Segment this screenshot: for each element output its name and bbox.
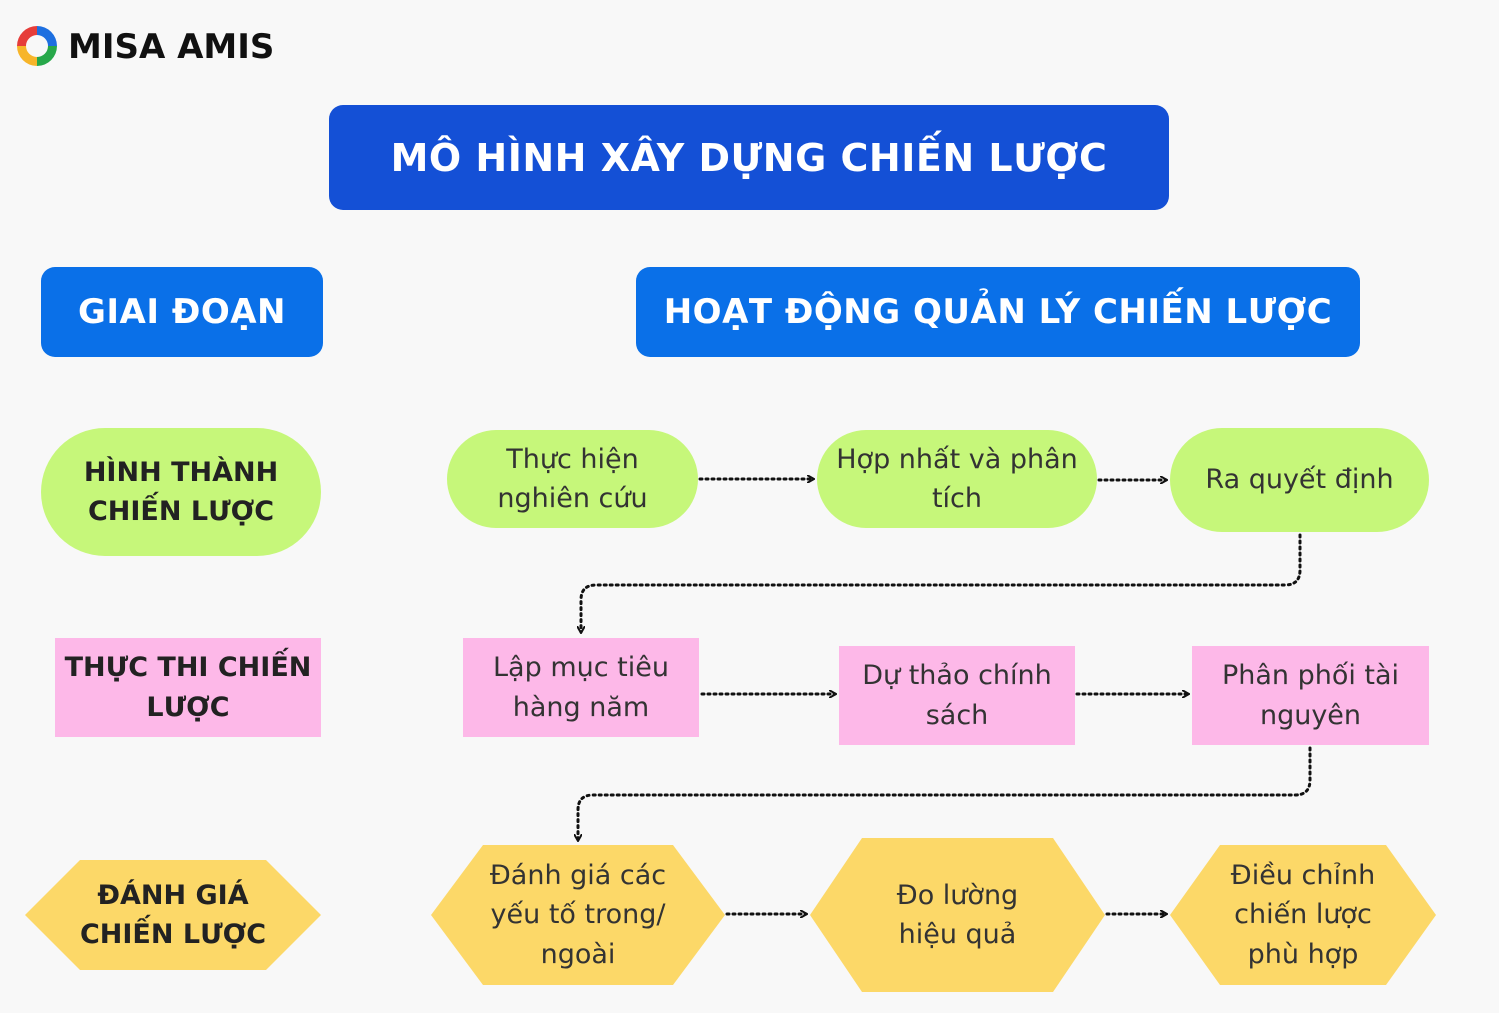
brand-name: MISA AMIS xyxy=(68,27,275,67)
activity-line: Đo lường xyxy=(896,879,1019,911)
activity-line: sách xyxy=(925,699,989,731)
activity-integrate-analyze: Hợp nhất và phân tích xyxy=(817,430,1097,528)
activity-allocate-resources: Phân phối tài nguyên xyxy=(1192,646,1429,745)
activity-measure-performance: Đo lường hiệu quả xyxy=(810,838,1105,992)
activity-line: Phân phối tài xyxy=(1221,660,1400,692)
activity-draft-policy: Dự thảo chính sách xyxy=(839,646,1075,745)
hexagon-shape xyxy=(1170,845,1436,985)
activity-assess-factors: Đánh giá các yếu tố trong/ngoài xyxy=(431,845,725,985)
misa-ring-logo-icon xyxy=(13,22,61,70)
stage-formulation-line-2: CHIẾN LƯỢC xyxy=(87,496,275,527)
stage-evaluation-line-2: CHIẾN LƯỢC xyxy=(79,919,267,950)
stage-implementation-line-1: THỰC THI CHIẾN xyxy=(64,652,312,684)
activity-line: hiệu quả xyxy=(898,919,1017,950)
activity-line: phù hợp xyxy=(1247,938,1359,970)
arrow-resources-to-assessment xyxy=(578,746,1312,840)
activity-line: ngoài xyxy=(540,938,616,970)
activity-line: hàng năm xyxy=(512,691,650,723)
stage-formulation-line-1: HÌNH THÀNH xyxy=(83,456,279,488)
hexagon-shape xyxy=(25,860,321,970)
activity-annual-objectives: Lập mục tiêu hàng năm xyxy=(463,638,699,737)
stage-implementation: THỰC THI CHIẾN LƯỢC xyxy=(55,638,321,737)
activity-line: Hợp nhất và phân xyxy=(836,443,1078,475)
stage-column-header: GIAI ĐOẠN xyxy=(41,267,323,357)
activity-line: Dự thảo chính xyxy=(862,660,1052,692)
hexagon-shape xyxy=(810,838,1105,992)
activity-line: tích xyxy=(931,483,983,514)
activity-line: Ra quyết định xyxy=(1205,464,1394,496)
activity-make-decision: Ra quyết định xyxy=(1170,428,1429,532)
diagram-title: MÔ HÌNH XÂY DỰNG CHIẾN LƯỢC xyxy=(329,105,1169,210)
activity-line: chiến lược xyxy=(1234,899,1372,931)
activity-conduct-research: Thực hiện nghiên cứu xyxy=(447,430,698,528)
stage-formulation: HÌNH THÀNH CHIẾN LƯỢC xyxy=(41,428,321,556)
activity-column-header: HOẠT ĐỘNG QUẢN LÝ CHIẾN LƯỢC xyxy=(636,267,1360,357)
activity-adjust-strategy: Điều chỉnh chiến lược phù hợp xyxy=(1170,845,1436,985)
arrow-decision-to-objectives xyxy=(581,533,1302,632)
activity-line: nghiên cứu xyxy=(497,483,648,514)
stage-evaluation: ĐÁNH GIÁ CHIẾN LƯỢC xyxy=(25,860,321,970)
activity-line: Lập mục tiêu xyxy=(493,652,669,684)
stage-evaluation-line-1: ĐÁNH GIÁ xyxy=(97,879,249,911)
activity-line: Điều chỉnh xyxy=(1230,860,1376,892)
hexagon-shape xyxy=(431,845,725,985)
activity-line: yếu tố trong/ xyxy=(490,899,666,931)
activity-line: Thực hiện xyxy=(506,443,639,475)
activity-line: Đánh giá các xyxy=(489,860,667,892)
activity-line: nguyên xyxy=(1259,699,1362,731)
stage-implementation-line-2: LƯỢC xyxy=(146,691,230,723)
